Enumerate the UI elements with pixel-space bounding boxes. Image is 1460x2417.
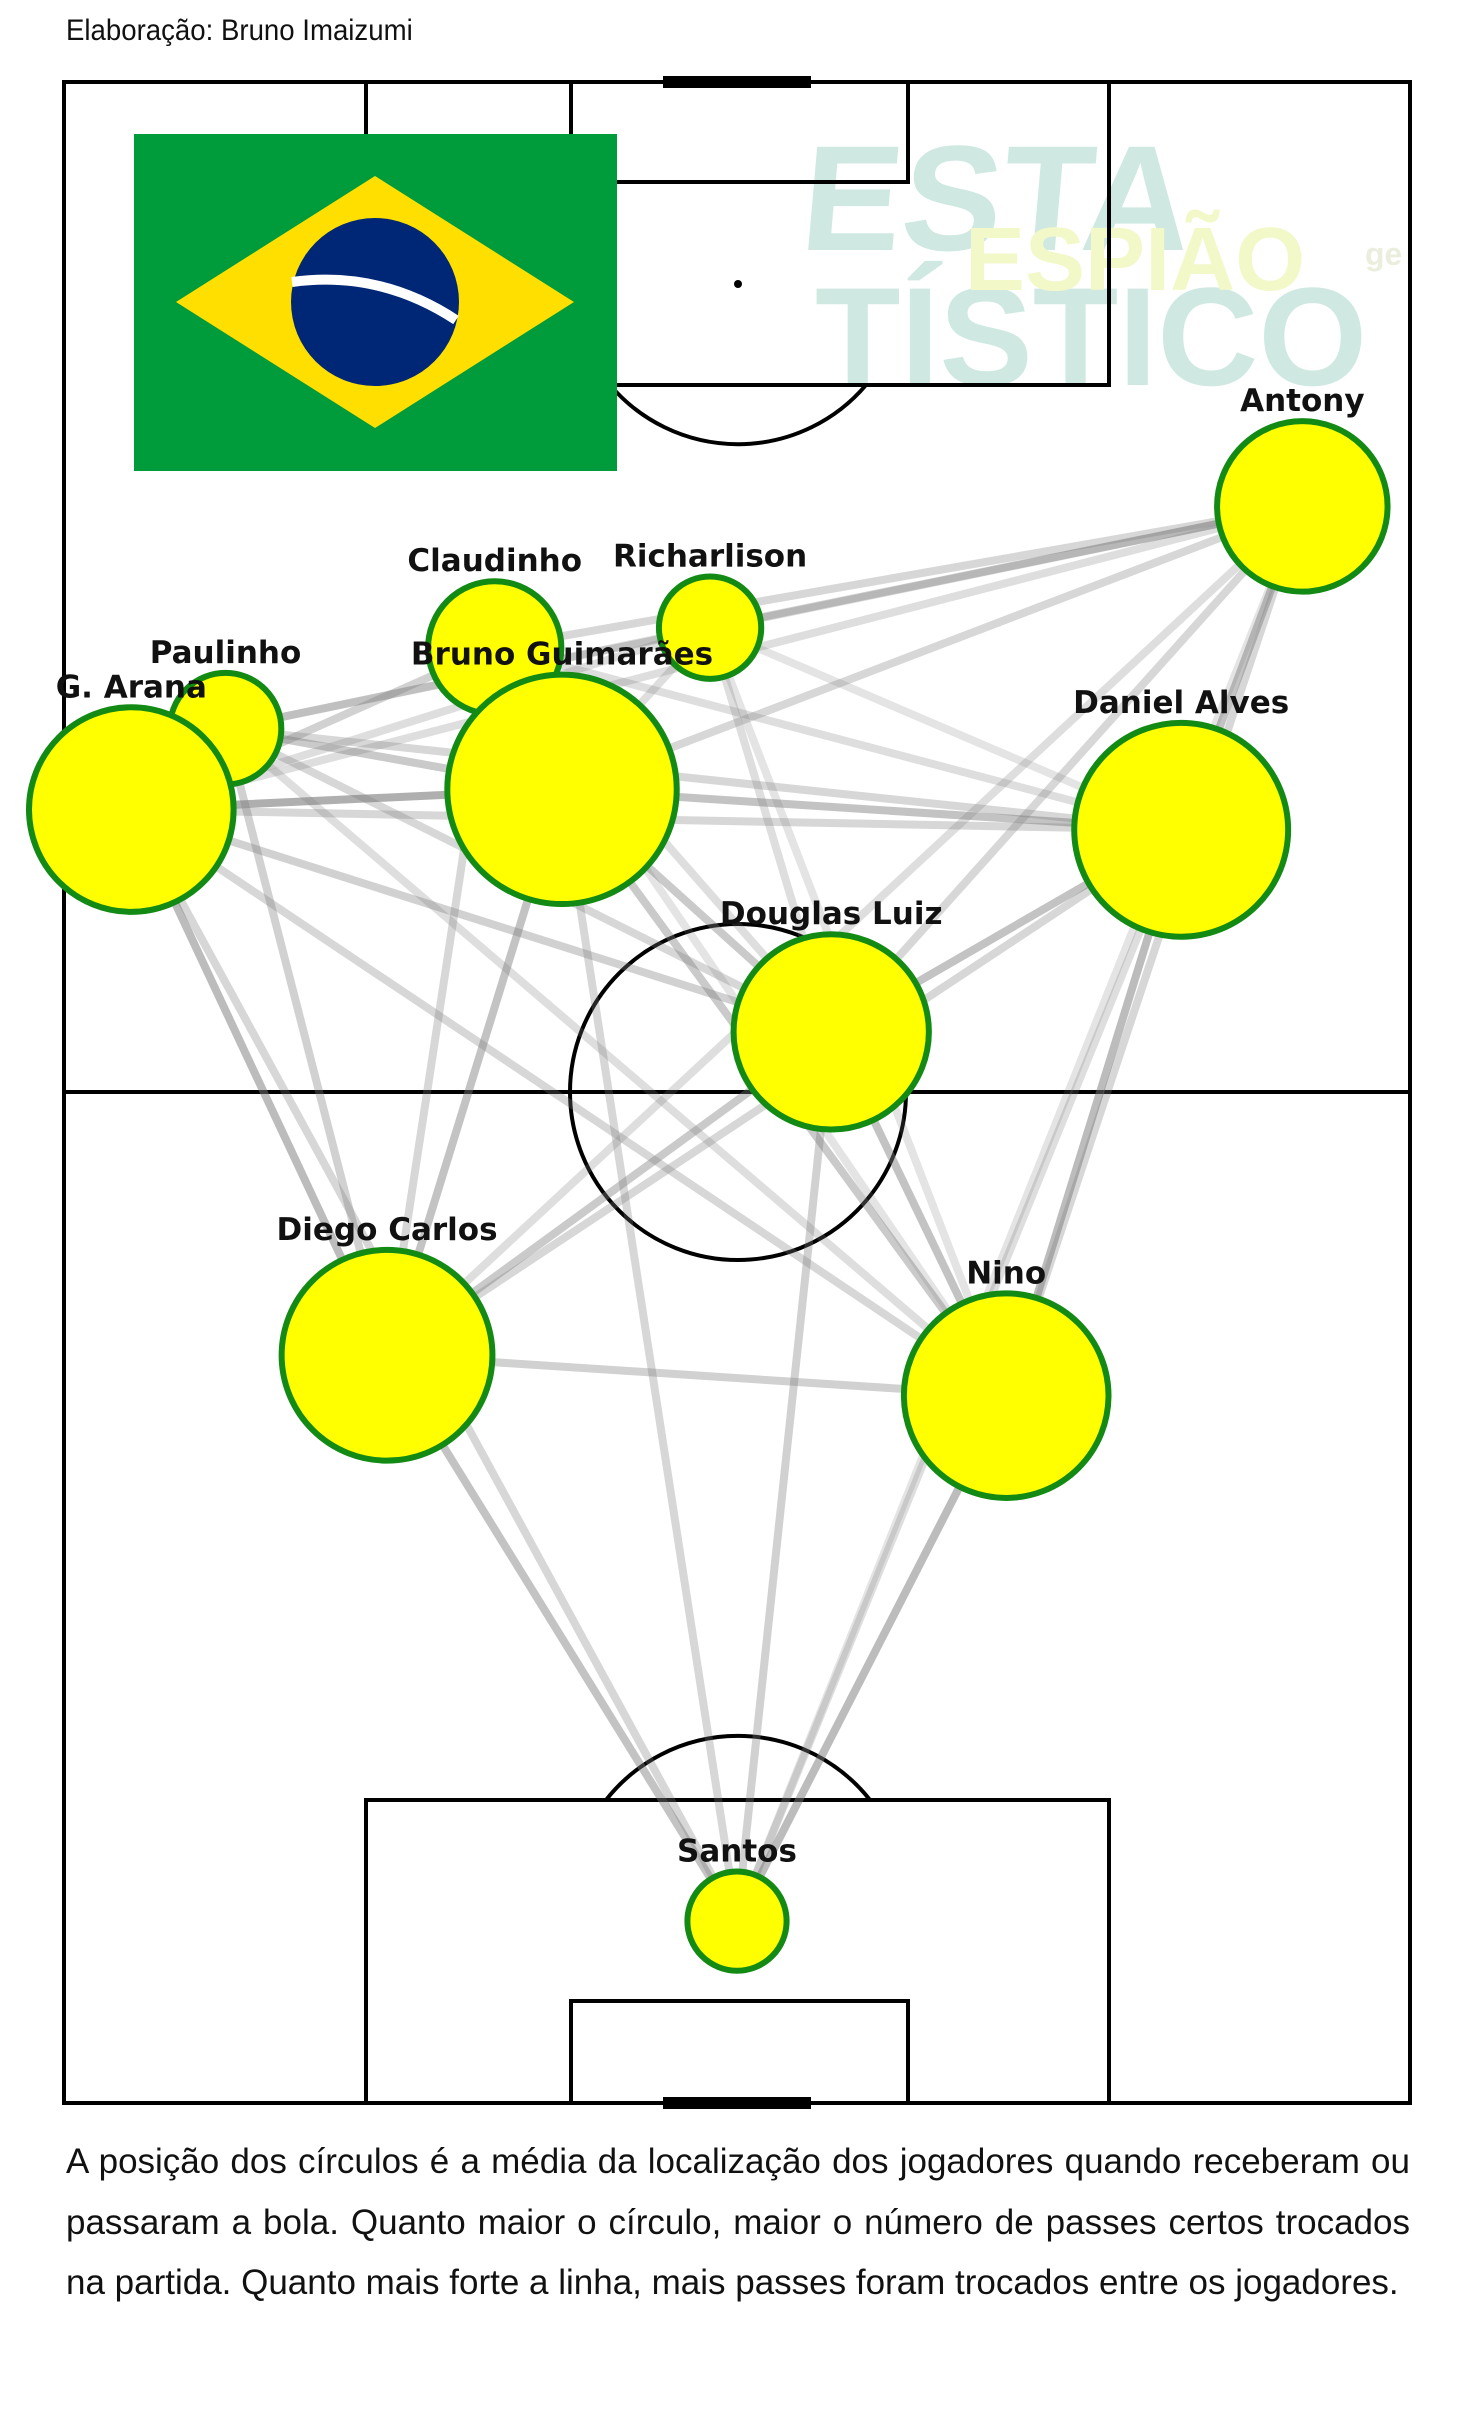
- pass-edge: [221, 502, 1307, 733]
- watermark: ESTA TÍSTICO ESPIÃO ge: [795, 114, 1402, 415]
- player-label-antony: Antony: [1240, 383, 1364, 419]
- pass-edge: [558, 785, 741, 1926]
- pass-edge: [827, 502, 1307, 1036]
- player-label-claudinho: Claudinho: [407, 543, 582, 579]
- bottom-six-yard-box: [569, 1999, 910, 2105]
- player-label-nino: Nino: [966, 1255, 1046, 1291]
- player-node-bruno-guimaraes: [444, 671, 680, 908]
- pass-edge: [383, 502, 1307, 1360]
- player-node-nino: [900, 1290, 1112, 1501]
- player-node-antony: [1214, 418, 1391, 595]
- caption-text: A posição dos círculos é a média da loca…: [66, 2142, 1410, 2302]
- pass-edge: [221, 724, 1011, 1400]
- watermark-espiao: ESPIÃO: [965, 209, 1305, 310]
- watermark-tistico: TÍSTICO: [815, 258, 1367, 415]
- pass-edge: [383, 1351, 741, 1926]
- player-node-diego-carlos: [278, 1246, 496, 1464]
- pass-edge: [127, 805, 1011, 1400]
- player-label-g-arana: G. Arana: [56, 669, 207, 705]
- player-label-richarlison: Richarlison: [613, 539, 807, 575]
- watermark-esta: ESTA: [795, 114, 1199, 282]
- player-label-paulinho: Paulinho: [150, 635, 302, 671]
- pass-edge: [733, 1027, 836, 1926]
- player-node-douglas-luiz: [730, 931, 932, 1133]
- player-node-g-arana: [26, 704, 237, 915]
- pass-edge: [490, 502, 1307, 652]
- pass-edge: [221, 724, 1186, 834]
- pass-network-chart: ESTA TÍSTICO ESPIÃO ge AntonyRicharlison…: [26, 76, 1412, 2109]
- player-nodes: [26, 418, 1391, 1974]
- player-label-daniel-alves: Daniel Alves: [1073, 685, 1289, 721]
- player-label-diego-carlos: Diego Carlos: [277, 1212, 498, 1248]
- pass-edge: [558, 502, 1307, 794]
- pass-edge: [127, 805, 836, 1036]
- player-node-daniel-alves: [1071, 719, 1292, 940]
- player-node-richarlison: [655, 573, 765, 682]
- brazil-flag: [134, 134, 617, 471]
- credit-text: Elaboração: Bruno Imaizumi: [66, 14, 413, 47]
- player-node-santos: [684, 1868, 790, 1974]
- top-penalty-arc: [608, 383, 868, 447]
- watermark-brand: ge: [1365, 236, 1402, 272]
- pass-edge: [1002, 502, 1307, 1400]
- player-label-bruno-guimaraes: Bruno Guimarães: [411, 637, 713, 673]
- pass-edge: [490, 643, 1186, 834]
- player-label-douglas-luiz: Douglas Luiz: [720, 896, 943, 932]
- bottom-penalty-arc: [604, 1734, 872, 1802]
- player-label-santos: Santos: [677, 1834, 797, 1870]
- top-penalty-spot: [734, 280, 742, 288]
- pass-edge: [706, 502, 1307, 632]
